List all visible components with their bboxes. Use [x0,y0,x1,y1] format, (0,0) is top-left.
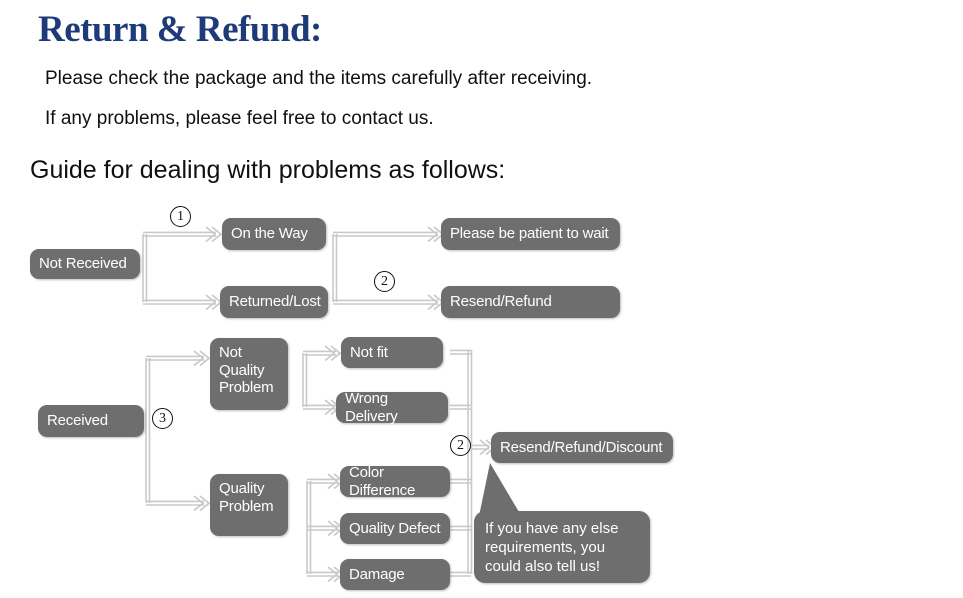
instruction-line-1: Please check the package and the items c… [45,68,593,89]
connector-not-quality-branch [302,345,342,416]
page-title: Return & Refund: [38,9,322,50]
step-number-1: 1 [170,206,191,227]
node-not-received[interactable]: Not Received [30,249,140,279]
node-quality-defect[interactable]: Quality Defect [340,513,450,544]
node-quality-problem[interactable]: Quality Problem [210,474,288,536]
node-please-be-patient[interactable]: Please be patient to wait [441,218,620,250]
instruction-line-2: If any problems, please feel free to con… [45,108,434,129]
node-resend-refund[interactable]: Resend/Refund [441,286,620,318]
node-wrong-delivery[interactable]: Wrong Delivery [336,390,448,425]
connector-received-split [145,350,211,512]
step-number-2: 2 [374,271,395,292]
connector-unreceived-outcomes [332,226,445,311]
node-not-quality-problem[interactable]: Not Quality Problem [210,338,288,410]
node-on-the-way[interactable]: On the Way [222,218,326,250]
node-returned-lost[interactable]: Returned/Lost [220,286,328,318]
node-not-fit[interactable]: Not fit [341,337,443,368]
guide-heading: Guide for dealing with problems as follo… [30,156,506,184]
node-received[interactable]: Received [38,405,144,437]
connector-quality-branch [306,473,345,583]
extra-requirements-callout: If you have any else requirements, you c… [474,511,650,583]
node-resend-refund-discount[interactable]: Resend/Refund/Discount [491,432,673,463]
step-number-3: 3 [152,408,173,429]
connector-not-received-split [142,226,223,311]
node-damage[interactable]: Damage [340,559,450,590]
step-number-2b: 2 [450,435,471,456]
node-color-difference[interactable]: Color Difference [340,464,450,499]
